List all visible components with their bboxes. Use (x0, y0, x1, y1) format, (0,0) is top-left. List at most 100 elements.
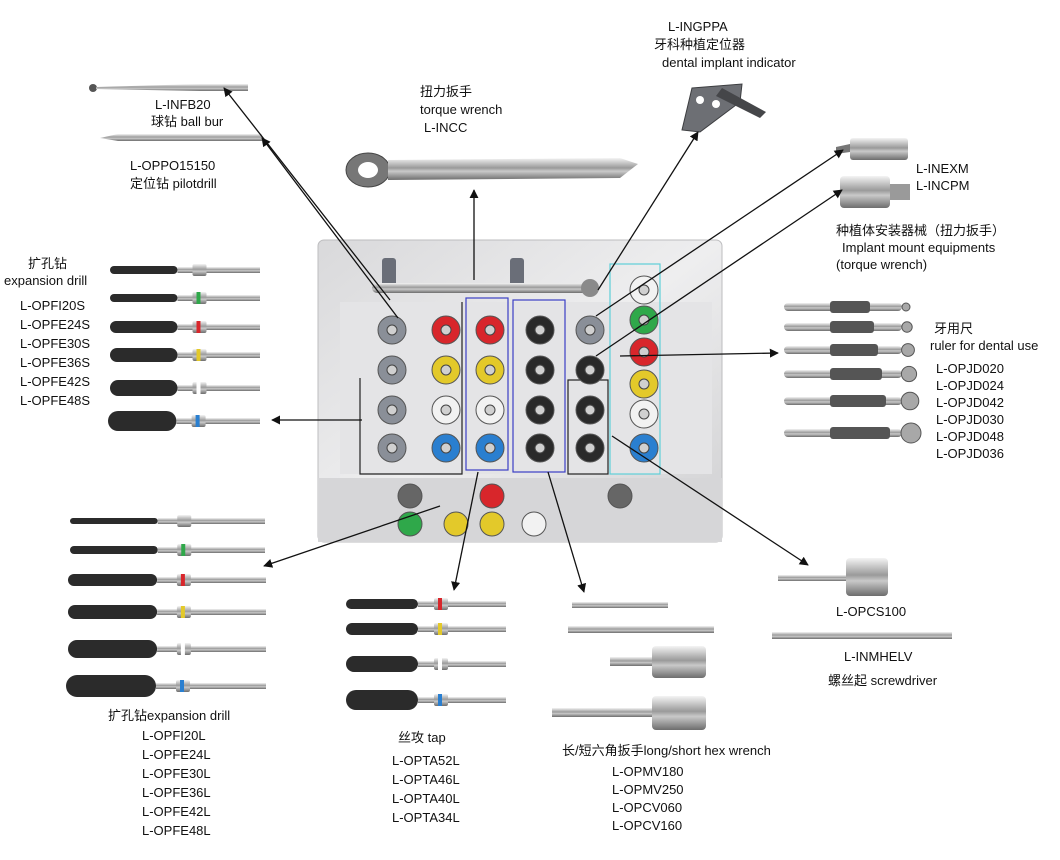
ruler-code: L-OPJD042 (936, 395, 1004, 410)
drill-band (180, 643, 185, 655)
mount-codes: L-INEXM L-INCPM (916, 160, 969, 194)
socket-instrument (440, 442, 452, 454)
tray-socket (607, 483, 633, 509)
socket-instrument (484, 324, 496, 336)
pilot-drill-label: L-OPPO15150 定位钻 pilotdrill (130, 157, 217, 193)
expansion-long-codes: L-OPFI20L L-OPFE24L L-OPFE30L L-OPFE36L … (142, 726, 211, 840)
socket-instrument (584, 364, 596, 376)
drill-shank (418, 626, 506, 632)
drill-images (66, 264, 922, 730)
drill-shank (156, 683, 266, 689)
drill-shank (157, 646, 266, 652)
socket-instrument (386, 404, 398, 416)
drill-shank (418, 601, 506, 607)
drill-collar (192, 264, 207, 276)
drill-body (110, 321, 178, 333)
hex-wrench-shaft (610, 657, 660, 666)
hex-wrench-handle (652, 696, 706, 730)
socket-instrument (484, 404, 496, 416)
ruler-marks (830, 395, 886, 407)
socket-instrument (534, 364, 546, 376)
socket-instrument (584, 442, 596, 454)
socket-instrument (534, 404, 546, 416)
ball-bur-code: L-INFB20 (155, 97, 211, 112)
pilot-drill-text: 定位钻 pilotdrill (130, 176, 217, 191)
torque-wrench-code: L-INCC (424, 120, 468, 135)
mount-cn: 种植体安装器械（扭力扳手） (836, 223, 1006, 238)
ruler-code: L-OPJD030 (936, 412, 1004, 427)
socket-instrument (386, 364, 398, 376)
drill-band (195, 415, 200, 427)
ruler-marks (830, 321, 874, 333)
drill-shank (176, 418, 260, 424)
drill-band (196, 321, 201, 333)
socket-instrument (638, 284, 650, 296)
drill-body (68, 640, 158, 658)
drill-body (68, 605, 158, 619)
expansion-long-title: 扩孔钻expansion drill (108, 708, 231, 723)
drill-body (346, 599, 418, 609)
mount-code-1: L-INEXM (916, 161, 969, 176)
ruler-codes: L-OPJD020 L-OPJD024 L-OPJD042 L-OPJD030 … (936, 360, 1004, 462)
drill-body (108, 411, 177, 431)
drill-body (110, 266, 178, 274)
expansion-long-code: L-OPFE48L (142, 823, 211, 838)
expansion-long-code: L-OPFE30L (142, 766, 211, 781)
ruler-marks (830, 368, 882, 380)
ball-bur-image (89, 84, 248, 92)
indicator-label: L-INGPPA 牙科种植定位器 dental implant indicato… (654, 18, 796, 72)
implant-mount-images (836, 138, 910, 208)
torque-wrench-en: torque wrench (420, 102, 503, 117)
screwdriver-label: 螺丝起 screwdriver (828, 673, 938, 688)
tray-socket (397, 483, 423, 509)
drill-band (438, 694, 442, 706)
mount-en-2: (torque wrench) (836, 257, 928, 272)
pointer-arrows (223, 87, 844, 593)
hex-wrench-code: L-OPCV160 (612, 818, 683, 833)
drill-shank (177, 267, 260, 273)
drill-band (180, 680, 184, 692)
drill-body (68, 574, 158, 586)
tap-code: L-OPTA34L (392, 810, 460, 825)
ruler-marks (830, 344, 878, 356)
drill-shank (177, 352, 260, 358)
socket-instrument (534, 324, 546, 336)
expansion-short-en: expansion drill (4, 273, 88, 288)
drill-shank (177, 295, 260, 301)
ball-bur-label: L-INFB20 球钻 ball bur (151, 96, 223, 130)
tap-code: L-OPTA46L (392, 772, 460, 787)
tray-socket (479, 511, 505, 537)
ruler-code: L-OPJD048 (936, 429, 1004, 444)
expansion-short-code: L-OPFE24S (20, 317, 91, 332)
hex-wrench-shaft (568, 626, 714, 633)
indicator-en: dental implant indicator (662, 55, 796, 70)
tray-socket (521, 511, 547, 537)
torque-wrench-image (345, 152, 638, 188)
socket-instrument (584, 404, 596, 416)
torque-wrench-label: 扭力扳手 torque wrench L-INCC (420, 83, 502, 137)
pilot-drill-image (100, 134, 262, 141)
drill-band (196, 382, 201, 394)
drill-band (180, 574, 185, 586)
ruler-tip (901, 302, 911, 312)
ruler-tip (900, 422, 922, 444)
drill-shank (177, 385, 260, 391)
hex-wrench-title: 长/短六角扳手long/short hex wrench (562, 743, 771, 758)
torque-wrench-cn: 扭力扳手 (420, 84, 473, 99)
hex-wrench-label: 长/短六角扳手long/short hex wrench (562, 742, 771, 760)
screwdriver-images (772, 558, 952, 639)
drill-body (110, 294, 178, 302)
drill-body (346, 690, 418, 710)
drill-shank (177, 324, 260, 330)
ruler-marks (830, 427, 890, 439)
expansion-short-header: 扩孔钻 expansion drill (4, 255, 87, 289)
socket-instrument (638, 408, 650, 420)
socket-instrument (484, 442, 496, 454)
expansion-long-label: 扩孔钻expansion drill (108, 706, 230, 725)
socket-instrument (638, 346, 650, 358)
expansion-long-code: L-OPFI20L (142, 728, 206, 743)
socket-instrument (534, 442, 546, 454)
tap-codes: L-OPTA52L L-OPTA46L L-OPTA40L L-OPTA34L (392, 751, 460, 827)
socket-instrument (584, 324, 596, 336)
indicator-cn: 牙科种植定位器 (654, 37, 746, 52)
